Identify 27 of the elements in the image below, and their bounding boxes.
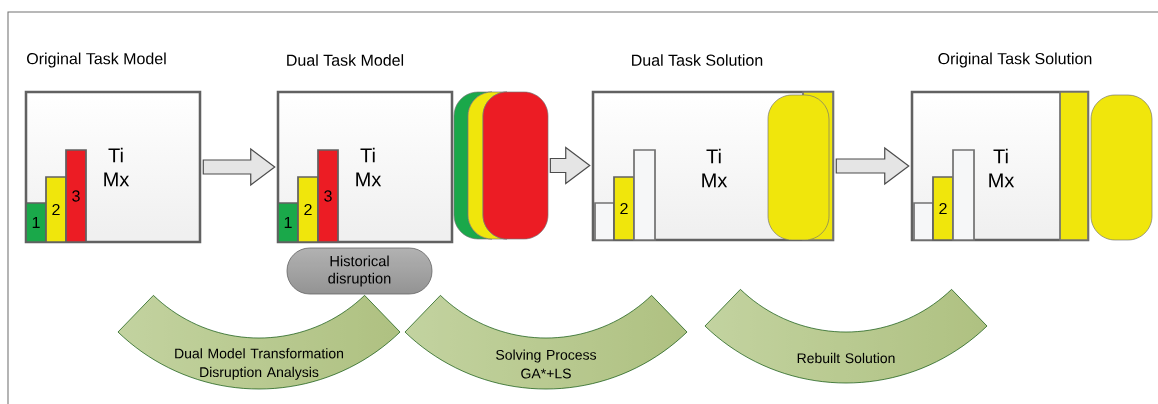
bar: 2	[613, 176, 635, 241]
bar: 1	[25, 202, 47, 243]
box-heading: Dual Task Solution	[632, 54, 763, 66]
bar: 3	[65, 149, 87, 243]
block-arrow	[202, 147, 276, 187]
bar	[1059, 91, 1089, 241]
disruption-pill: Historical disruption	[286, 247, 433, 295]
bar: 2	[45, 176, 67, 243]
block-arrow	[835, 146, 910, 186]
arc-band: Solving Process GA*+LS	[404, 295, 688, 390]
box-heading: Original Task Model	[27, 52, 166, 68]
bar	[913, 202, 934, 241]
rounded-shape	[767, 94, 830, 241]
bar	[633, 149, 656, 241]
rounded-shape	[482, 91, 549, 240]
bar	[952, 149, 975, 241]
rounded-shape	[453, 91, 493, 240]
box-heading: Original Task Solution	[938, 52, 1092, 68]
box-heading: Dual Task Model	[287, 54, 404, 66]
bar	[594, 202, 615, 241]
bar: 3	[317, 149, 339, 243]
block-arrow	[549, 146, 591, 185]
bar: 1	[277, 202, 299, 243]
arc-band: Rebuilt Solution	[704, 289, 988, 384]
bar: 2	[297, 176, 319, 243]
rounded-shape	[467, 91, 508, 240]
bar: 2	[932, 176, 954, 241]
